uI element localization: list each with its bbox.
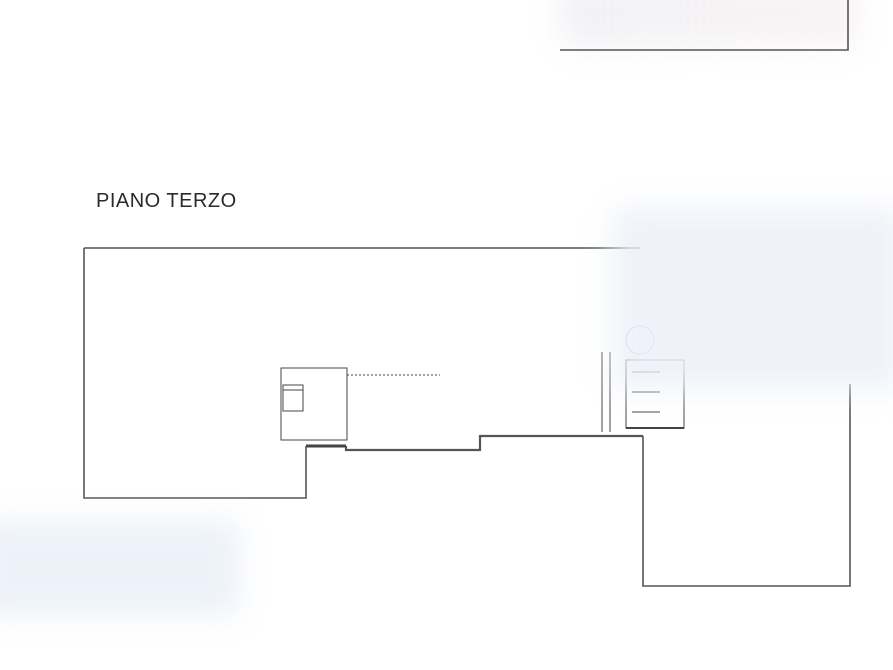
south-interior-wall [344, 434, 643, 452]
floor-plan-title: PIANO TERZO [96, 190, 237, 212]
east-annex-walls [642, 384, 851, 587]
stair-outline [280, 367, 348, 441]
blurred-watermark-bottom-left [0, 520, 240, 616]
west-wall [83, 248, 307, 499]
blurred-logo-top [560, 0, 860, 46]
top-right-box [560, 0, 849, 51]
outer-walls [83, 247, 851, 587]
stair-block [280, 367, 440, 448]
stair-inner [282, 384, 304, 412]
blurred-watermark-right [612, 208, 893, 390]
